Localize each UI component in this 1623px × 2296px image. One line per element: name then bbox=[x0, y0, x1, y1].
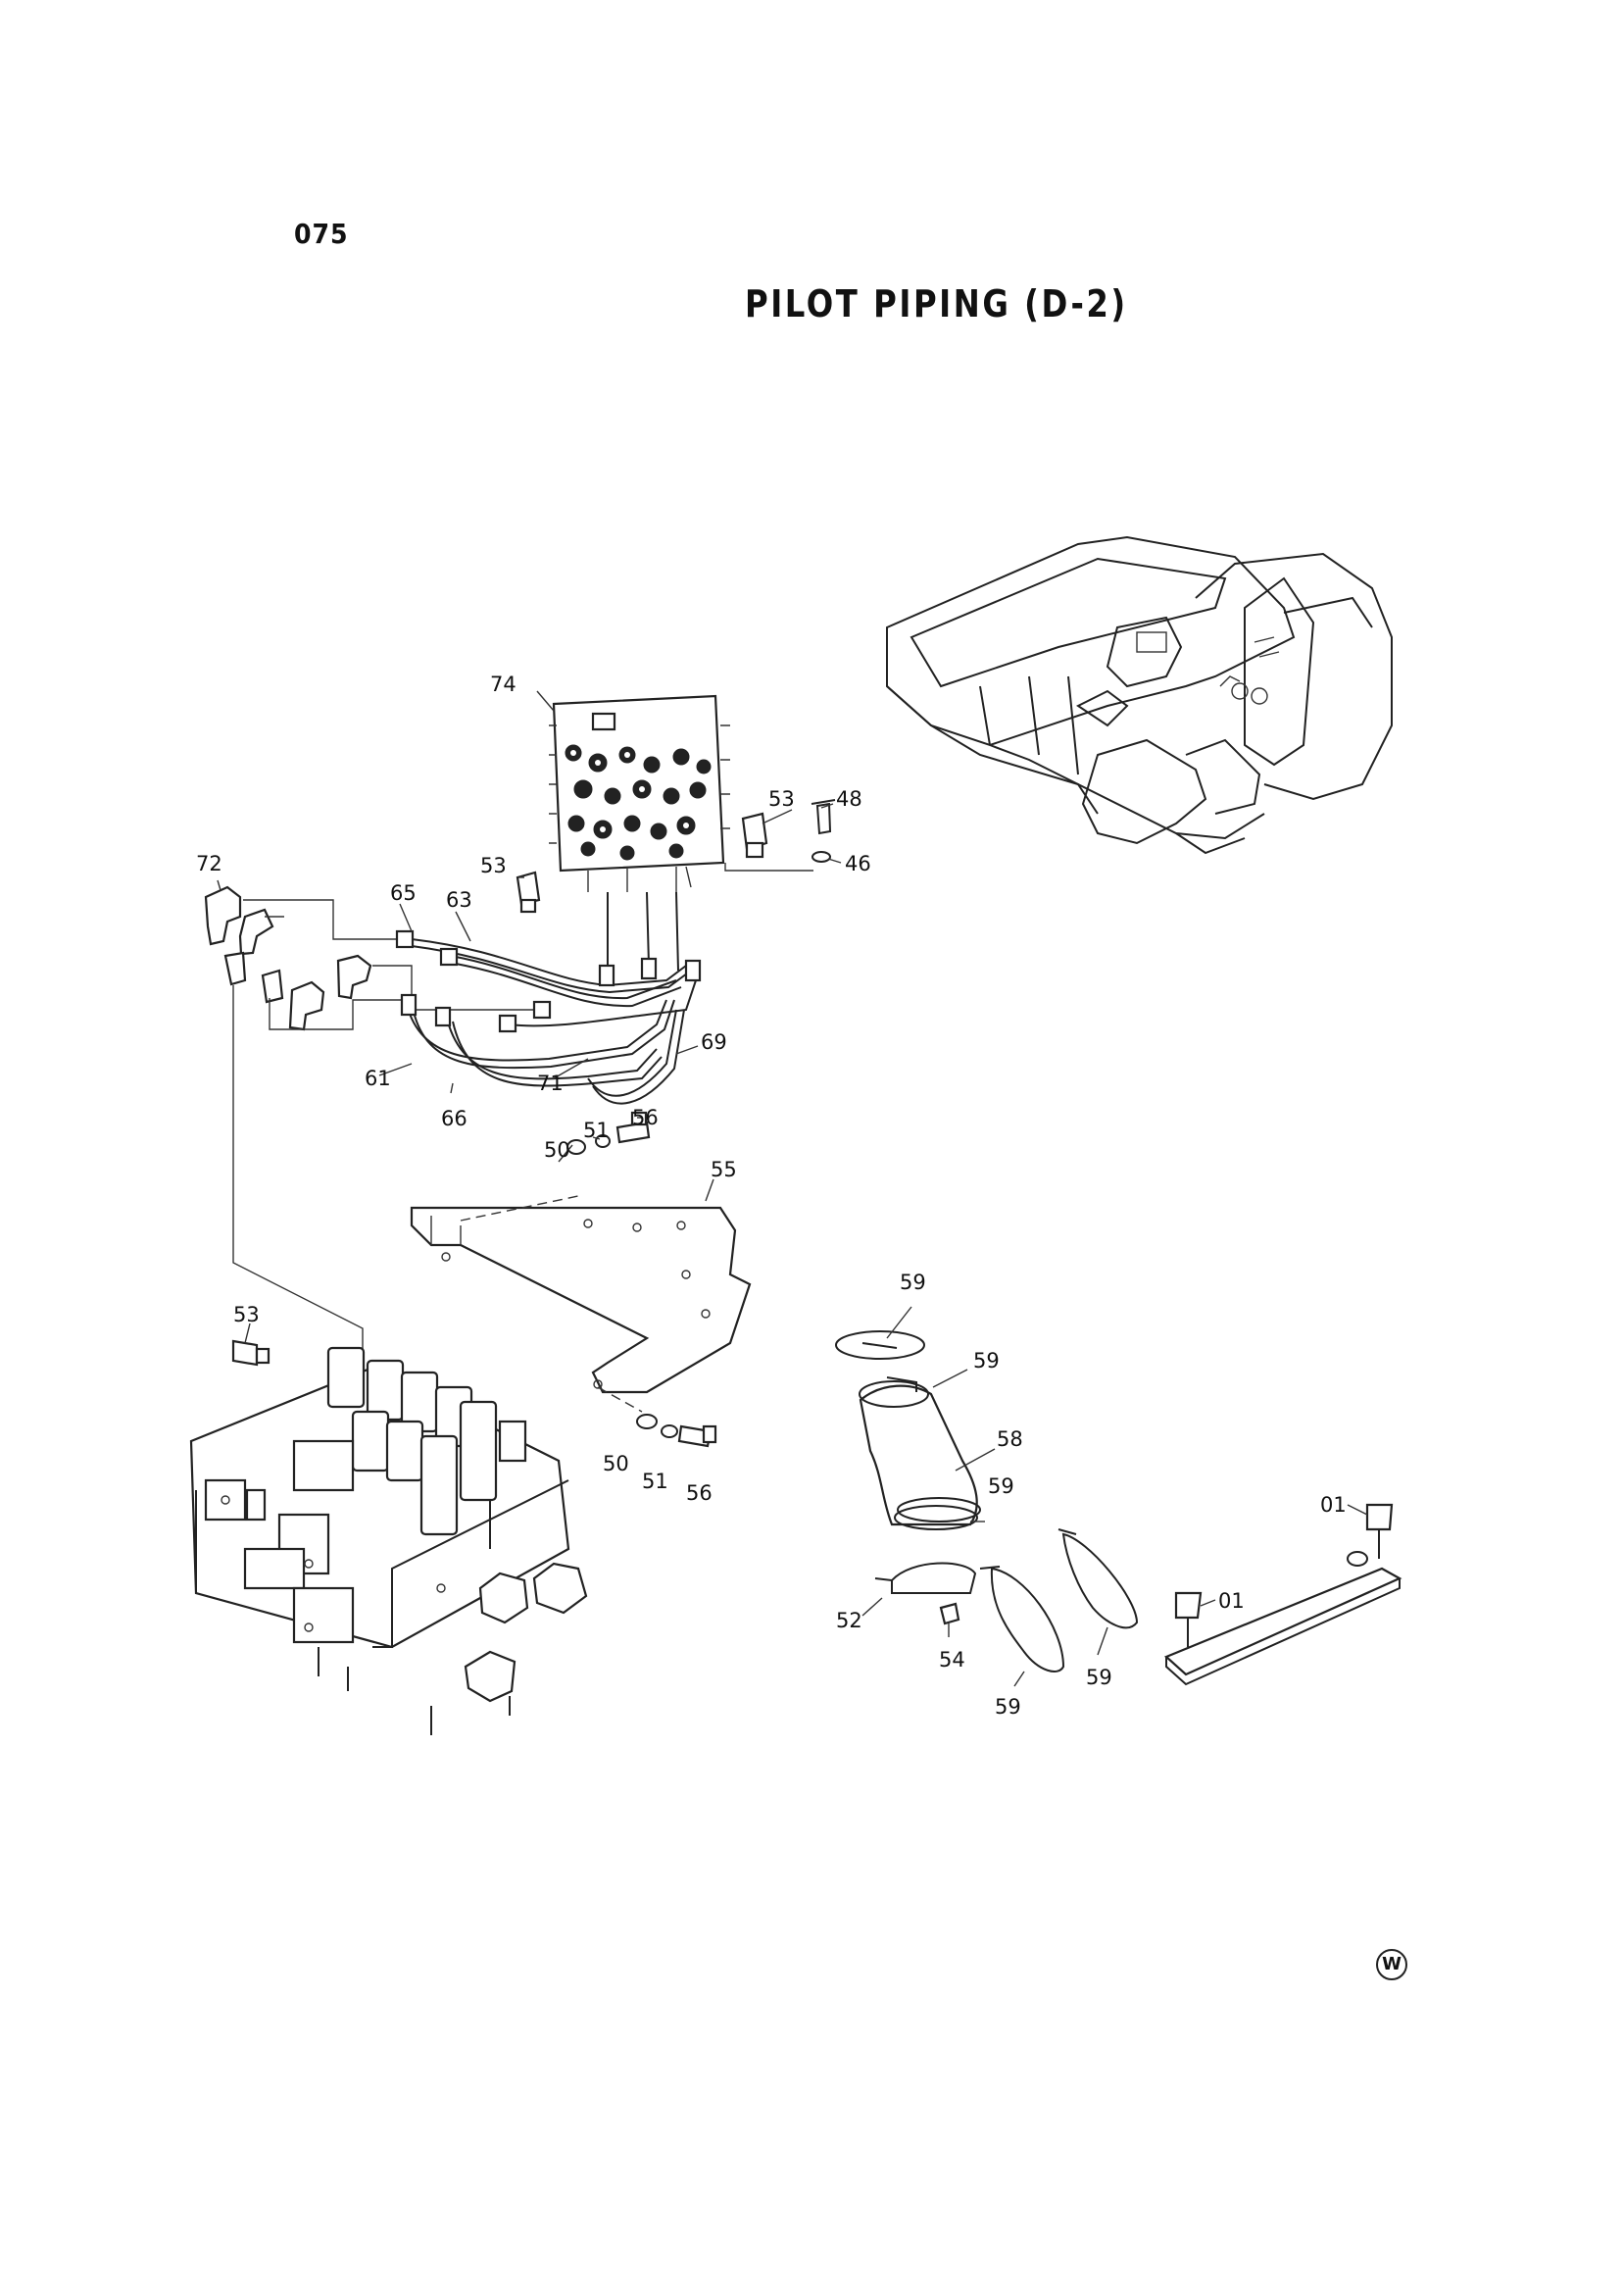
callout-46: 46 bbox=[845, 852, 871, 875]
callout-50: 50 bbox=[544, 1138, 570, 1162]
callout-66: 66 bbox=[441, 1107, 467, 1130]
callout-48: 48 bbox=[836, 787, 862, 811]
callout-72: 72 bbox=[196, 852, 222, 875]
callout-58: 58 bbox=[997, 1427, 1023, 1451]
callout-53: 53 bbox=[233, 1303, 260, 1326]
callout-53: 53 bbox=[768, 787, 795, 811]
leader-lines bbox=[217, 690, 1368, 1687]
mounting-bracket bbox=[410, 1111, 752, 1448]
callout-59: 59 bbox=[988, 1474, 1014, 1498]
callout-65: 65 bbox=[390, 881, 417, 905]
page-number: 075 bbox=[294, 218, 349, 250]
callout-01: 01 bbox=[1218, 1589, 1245, 1613]
callout-01: 01 bbox=[1320, 1493, 1347, 1517]
callout-63: 63 bbox=[446, 888, 472, 912]
callout-59: 59 bbox=[900, 1271, 926, 1294]
callout-labels: 74 53 48 46 72 65 63 53 61 66 71 69 50 5… bbox=[196, 673, 1347, 1719]
control-valve-assembly bbox=[189, 1339, 588, 1735]
excavator-overview-illustration bbox=[886, 535, 1393, 855]
support-bar bbox=[1163, 1503, 1402, 1686]
hose-and-clamps bbox=[835, 1330, 1139, 1672]
callout-74: 74 bbox=[490, 673, 516, 696]
callout-56: 56 bbox=[632, 1106, 659, 1129]
callout-59: 59 bbox=[995, 1695, 1021, 1719]
elbow-fittings bbox=[204, 885, 372, 1031]
callout-59: 59 bbox=[973, 1349, 1000, 1373]
callout-55: 55 bbox=[711, 1158, 737, 1181]
callout-50: 50 bbox=[603, 1452, 629, 1475]
callout-69: 69 bbox=[701, 1030, 727, 1054]
pilot-valve-block bbox=[549, 694, 730, 892]
callout-61: 61 bbox=[365, 1067, 391, 1090]
callout-51: 51 bbox=[583, 1119, 610, 1142]
callout-54: 54 bbox=[939, 1648, 965, 1672]
page-title: PILOT PIPING (D-2) bbox=[745, 282, 1128, 325]
callout-52: 52 bbox=[836, 1609, 862, 1632]
fittings-upper bbox=[516, 799, 836, 914]
pilot-hoses bbox=[232, 863, 813, 1368]
callout-59: 59 bbox=[1086, 1666, 1112, 1689]
callout-71: 71 bbox=[537, 1072, 564, 1095]
callout-56: 56 bbox=[686, 1481, 713, 1505]
callout-53: 53 bbox=[480, 854, 507, 877]
callout-51: 51 bbox=[642, 1470, 668, 1493]
watermark-badge: W bbox=[1376, 1949, 1407, 1980]
